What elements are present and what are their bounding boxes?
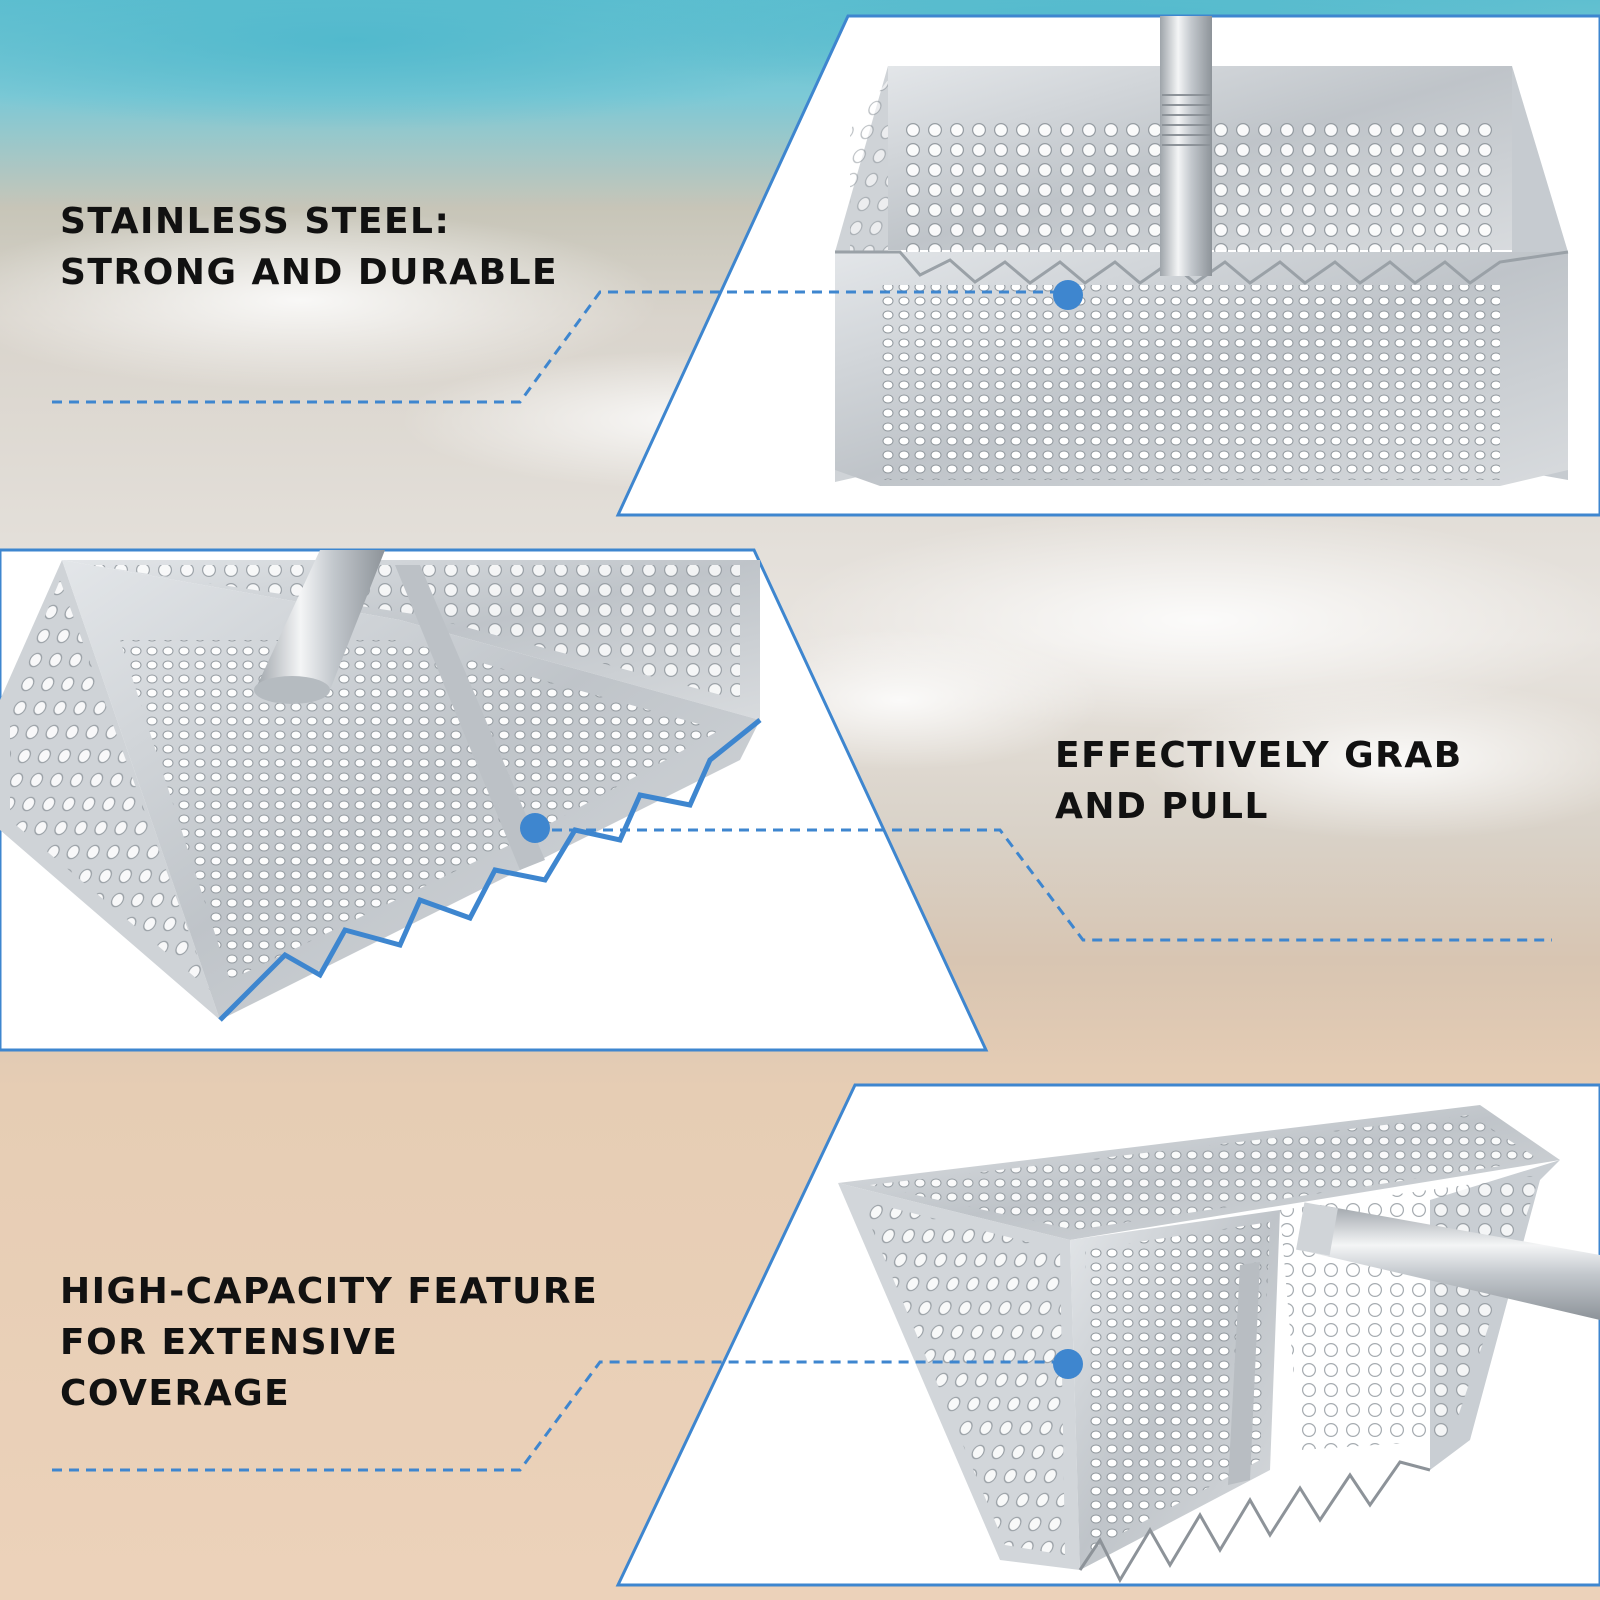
caption-line: STAINLESS STEEL: [60, 201, 451, 242]
callout-dot [520, 813, 550, 843]
caption-line: EFFECTIVELY GRAB [1055, 735, 1463, 776]
feature-caption-grab-and-pull: EFFECTIVELY GRAB AND PULL [1055, 730, 1463, 832]
callout-3 [52, 1349, 1083, 1472]
sifter-scoop-front-icon [835, 16, 1569, 486]
caption-line: FOR EXTENSIVE [60, 1322, 399, 1363]
feature-caption-stainless-steel: STAINLESS STEEL: STRONG AND DURABLE [60, 196, 558, 298]
callout-2 [520, 813, 1552, 942]
callout-dot [1053, 1349, 1083, 1379]
callout-dot [1053, 280, 1083, 310]
caption-line: AND PULL [1055, 786, 1269, 827]
caption-line: STRONG AND DURABLE [60, 252, 559, 293]
feature-panel-3 [615, 1083, 1600, 1587]
callout-1 [52, 280, 1083, 404]
caption-line: HIGH-CAPACITY FEATURE [60, 1271, 599, 1312]
feature-caption-high-capacity: HIGH-CAPACITY FEATURE FOR EXTENSIVE COVE… [60, 1266, 598, 1419]
sifter-scoop-side-icon [838, 1105, 1600, 1584]
feature-panel-2 [0, 548, 989, 1052]
sifter-scoop-serrated-edge-icon [0, 550, 762, 1022]
feature-panel-1 [615, 14, 1600, 517]
caption-line: COVERAGE [60, 1373, 291, 1414]
